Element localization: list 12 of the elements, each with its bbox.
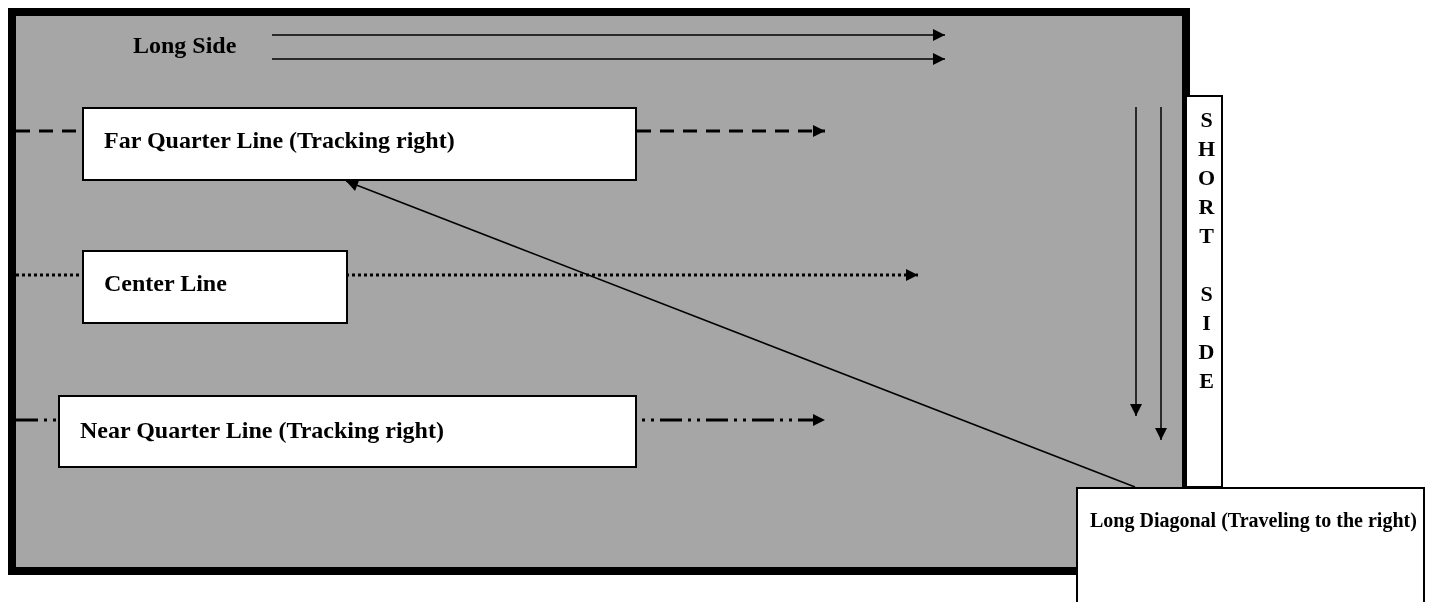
label-box <box>1076 487 1425 602</box>
label-box <box>58 395 637 468</box>
side-label: Long Side <box>133 32 237 59</box>
box-label: SHORT SIDE <box>1193 107 1219 397</box>
box-label: Center Line <box>104 270 227 297</box>
box-label: Long Diagonal (Traveling to the right) <box>1090 509 1417 532</box>
box-label: Near Quarter Line (Tracking right) <box>80 417 444 444</box>
label-box <box>82 107 637 181</box>
arrow <box>345 179 1136 488</box>
box-label: Far Quarter Line (Tracking right) <box>104 127 455 154</box>
label-box <box>1185 95 1223 488</box>
label-box <box>82 250 348 324</box>
